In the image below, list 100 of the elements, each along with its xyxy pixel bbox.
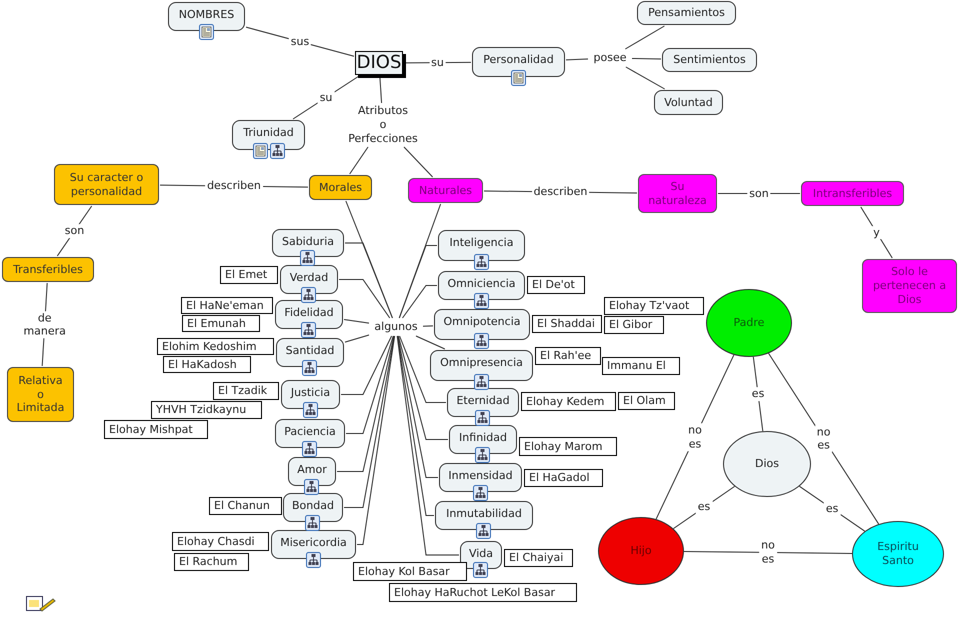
- name-label: El HaNe'eman: [186, 298, 264, 312]
- name-label: YHVH Tzidkaynu: [156, 403, 246, 417]
- connector-line: [798, 486, 866, 532]
- concept-box: [801, 181, 904, 206]
- name-label: El HaKadosh: [168, 358, 237, 372]
- concept-label: Espiritu Santo: [877, 540, 919, 568]
- concept-label: Eternidad: [456, 394, 510, 408]
- concept-box: [288, 457, 336, 486]
- concept-box: [271, 530, 356, 559]
- edge-label: es: [750, 387, 766, 401]
- concept-box: [168, 2, 245, 31]
- name-label: El Chaiyai: [509, 551, 564, 565]
- concept-label: Inmutabilidad: [446, 507, 522, 521]
- concept-box: [438, 271, 525, 300]
- concept-box: [280, 265, 338, 294]
- concept-label: Naturales: [418, 184, 472, 198]
- name-box: [213, 382, 279, 400]
- name-box: [535, 347, 601, 365]
- concept-label: Morales: [318, 180, 362, 194]
- concept-label: Santidad: [286, 344, 334, 358]
- concept-label: Su caracter o personalidad: [68, 170, 144, 198]
- name-label: El Gibor: [609, 318, 652, 332]
- concept-label: Intransferibles: [812, 186, 892, 200]
- concept-label: Sentimientos: [673, 53, 746, 67]
- name-box: [604, 297, 704, 315]
- connector-line: [566, 58, 588, 60]
- name-box: [151, 401, 262, 419]
- concept-label: Verdad: [290, 271, 328, 285]
- connector-line: [346, 336, 394, 434]
- connector-line: [397, 336, 438, 478]
- name-box: [389, 583, 577, 602]
- connector-line: [402, 285, 438, 318]
- concept-label: Su naturaleza: [648, 180, 707, 208]
- edge-label: es: [696, 500, 712, 514]
- edge-label: y: [871, 226, 882, 240]
- concept-label: Misericordia: [280, 536, 347, 550]
- name-label: El De'ot: [532, 278, 575, 292]
- name-label: El Emet: [225, 268, 268, 282]
- concept-label: Dios: [755, 457, 779, 471]
- concept-label: Omnipotencia: [443, 315, 520, 329]
- name-box: [353, 562, 467, 581]
- connector-line: [398, 204, 442, 318]
- concept-label: Sabiduria: [282, 235, 334, 249]
- name-label: Elohim Kedoshim: [162, 340, 257, 354]
- connector-line: [246, 26, 354, 57]
- concept-label: Hijo: [630, 544, 652, 558]
- name-box: [604, 316, 664, 334]
- connector-line: [422, 325, 434, 327]
- name-box: [172, 532, 269, 551]
- name-label: El Rachum: [179, 555, 238, 569]
- name-label: Elohay Kedem: [526, 394, 604, 408]
- name-label: Elohay Tz'vaot: [609, 299, 690, 313]
- concept-label: Bondad: [292, 499, 334, 513]
- name-label: Elohay HaRuchot LeKol Basar: [394, 586, 556, 600]
- connector-line: [356, 336, 396, 545]
- name-box: [524, 469, 603, 487]
- concept-box: [283, 493, 343, 522]
- concept-box: [438, 230, 525, 261]
- connector-line: [344, 242, 393, 318]
- connector-line: [396, 336, 434, 516]
- name-label: Immanu El: [607, 359, 666, 373]
- concept-box: [662, 48, 757, 72]
- name-label: Elohay Marom: [524, 440, 602, 454]
- concept-label: Triunidad: [243, 126, 294, 140]
- connector-line: [344, 319, 370, 324]
- name-label: El HaGadol: [529, 471, 590, 485]
- concept-label: Relativa o Limitada: [16, 374, 64, 416]
- linking-phrase: algunos: [374, 320, 418, 334]
- concept-label: Justicia: [290, 386, 330, 400]
- concept-box: [435, 501, 533, 530]
- concept-label: Transferibles: [13, 262, 83, 276]
- title-label: DIOS: [356, 52, 402, 74]
- concept-box: [232, 120, 305, 150]
- name-box: [602, 357, 680, 375]
- concept-box: [276, 338, 344, 367]
- edge-label: es: [824, 502, 840, 516]
- connector-line: [632, 58, 662, 60]
- concept-box: [654, 90, 723, 115]
- connector-line: [398, 245, 438, 318]
- name-label: El Shaddai: [537, 317, 595, 331]
- concept-label: Infinidad: [459, 431, 507, 445]
- connector-line: [684, 551, 852, 554]
- concept-box: [449, 425, 517, 454]
- concept-box: [281, 380, 340, 409]
- concept-box: [54, 164, 159, 205]
- connector-line: [398, 336, 448, 440]
- edge-label: son: [62, 224, 86, 238]
- concept-label: Inteligencia: [450, 236, 514, 250]
- concept-box: [472, 47, 565, 77]
- concept-box: [439, 463, 522, 492]
- connector-line: [340, 336, 392, 395]
- concept-label: Omnipresencia: [440, 356, 523, 370]
- name-box: [618, 392, 675, 410]
- connector-line: [292, 76, 360, 120]
- connector-line: [396, 336, 460, 556]
- concept-label: Paciencia: [284, 425, 336, 439]
- connector-line: [349, 146, 369, 174]
- connector-line: [338, 279, 390, 318]
- concept-box: [275, 419, 345, 448]
- name-label: El Tzadik: [218, 384, 268, 398]
